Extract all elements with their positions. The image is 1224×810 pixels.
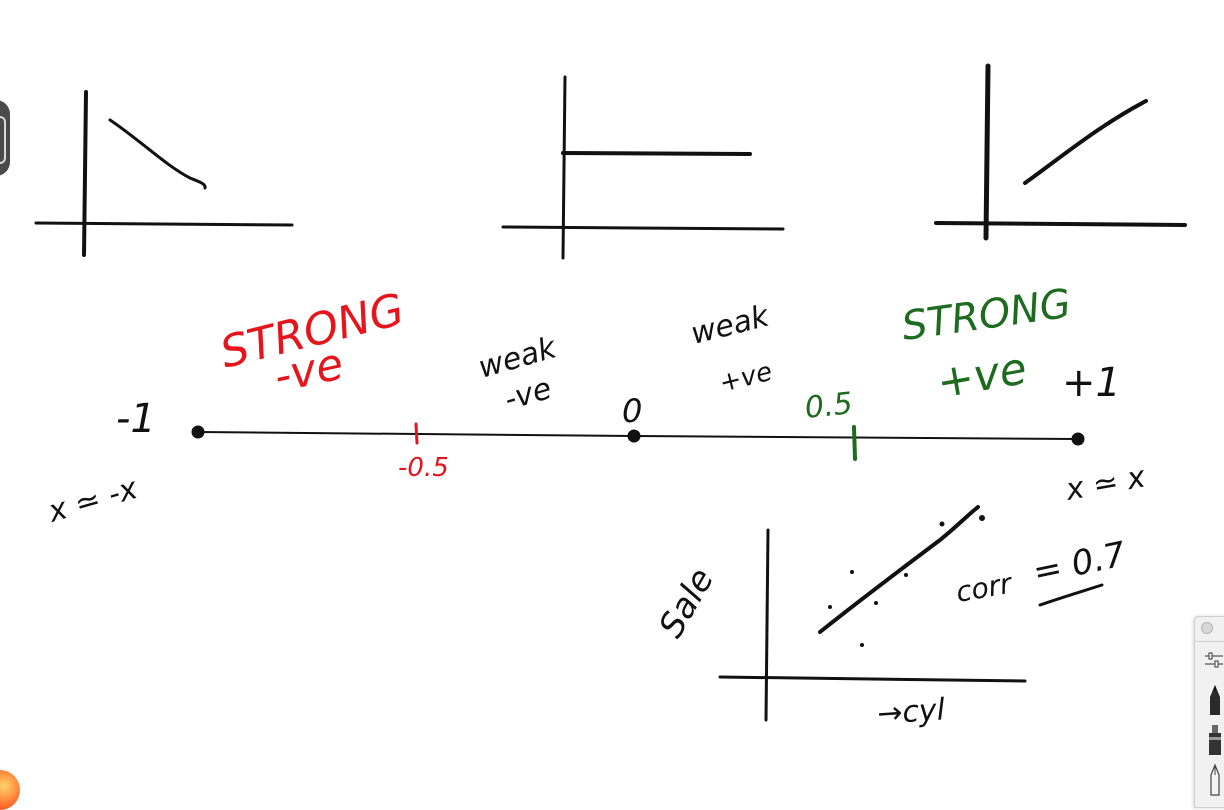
label-weak-negative-1: weak [475,330,562,386]
sketch1-y-axis [82,90,88,257]
label-pos-half: 0.5 [803,386,854,426]
note-right: x ≃ x [1062,460,1148,509]
label-strong-positive-2: +ve [933,343,1030,409]
close-dot-icon[interactable] [1201,622,1213,634]
sketch1-curve [108,118,207,190]
label-weak-positive-1: weak [687,298,773,351]
scale-point-zero [627,429,641,443]
sliders-icon[interactable] [1201,647,1224,677]
scale-point-pos-one [1071,432,1085,446]
sketch2-y-axis [561,75,567,260]
scatter-example [718,505,1104,722]
note-left: x ≃ -x [44,471,142,530]
app-tab-grip [0,116,6,164]
corr-value: = 0.7 [1030,534,1130,593]
label-zero: 0 [622,392,642,430]
label-pos-one: +1 [1062,360,1121,406]
scatter-y-axis [764,528,770,722]
scatter-x-axis [718,675,1027,683]
scatter-point [979,515,985,521]
sketch-positive-slope [934,63,1187,241]
scatter-x-label: →cyl [876,692,947,732]
scatter-point [860,643,864,647]
app-tab-icon[interactable] [0,100,10,176]
sketch1-x-axis [34,221,294,227]
marker-icon[interactable] [1201,723,1224,755]
sketch-zero-slope [501,75,785,260]
scatter-y-label: Sale [651,561,722,644]
scatter-point [850,570,854,574]
whiteboard-canvas: STRONG -ve -0.5 weak -ve weak +ve STRONG… [34,63,1187,732]
scale-tick-pos-half [852,425,857,461]
scatter-trend [818,505,980,634]
label-weak-positive-2: +ve [716,357,775,399]
pencil-icon[interactable] [1201,683,1224,715]
tool-palette [1194,616,1224,808]
scatter-point [904,573,908,577]
scale-point-neg-one [191,425,205,439]
scatter-point [939,521,945,527]
pen-icon[interactable] [1201,763,1224,796]
scale-tick-neg-half [414,422,419,445]
sketch3-x-axis [934,221,1187,227]
correlation-scale [191,422,1085,461]
sketch-negative-slope [34,90,294,257]
sketch3-line [1023,99,1148,185]
label-neg-half: -0.5 [398,453,449,483]
corr-underline [1038,583,1104,607]
sketch3-y-axis [983,63,991,241]
corr-label: corr [953,566,1015,608]
label-neg-one: -1 [116,396,156,442]
scatter-point [828,605,832,609]
sketch2-x-axis [501,225,785,231]
scatter-point [874,601,878,605]
sketch2-line [561,151,752,156]
palette-divider [1195,641,1224,642]
label-strong-positive-1: STRONG [899,281,1074,350]
